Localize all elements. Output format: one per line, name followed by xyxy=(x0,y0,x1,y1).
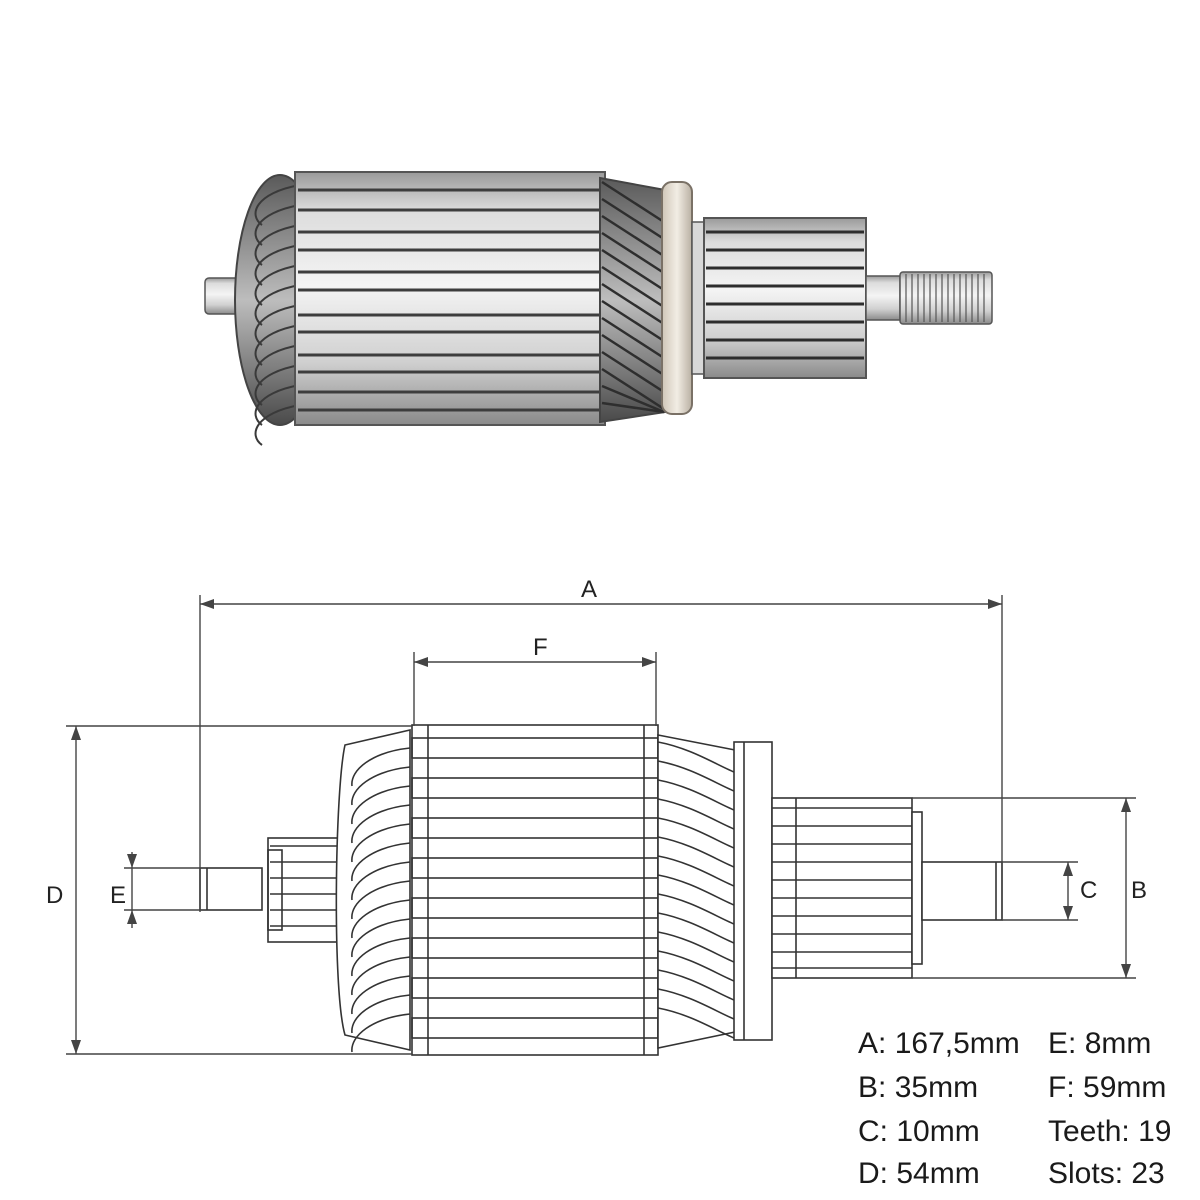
spec-item: A: 167,5mm xyxy=(858,1029,1020,1059)
dimension-label-e: E xyxy=(110,882,126,909)
spec-item: E: 8mm xyxy=(1048,1029,1151,1059)
spec-item: F: 59mm xyxy=(1048,1073,1166,1103)
spec-label: B: xyxy=(858,1071,887,1104)
spec-value: 35mm xyxy=(894,1071,979,1104)
spec-item: C: 10mm xyxy=(858,1117,980,1147)
spec-value: 54mm xyxy=(896,1157,980,1190)
armature-photo xyxy=(204,171,993,446)
spec-value: 23 xyxy=(1131,1157,1165,1190)
dimension-label-a: A xyxy=(581,576,597,603)
spec-label: E: xyxy=(1048,1027,1077,1060)
spec-label: A: xyxy=(858,1027,887,1060)
spec-item: Teeth: 19 xyxy=(1048,1117,1171,1147)
spec-value: 19 xyxy=(1138,1115,1172,1148)
spec-item: D: 54mm xyxy=(858,1159,980,1189)
spec-label: D: xyxy=(858,1157,888,1190)
dimension-lines xyxy=(66,595,1136,1055)
spec-label: F: xyxy=(1048,1071,1075,1104)
spec-value: 167,5mm xyxy=(894,1027,1020,1060)
dimension-label-b: B xyxy=(1131,877,1147,904)
spec-value: 8mm xyxy=(1084,1027,1152,1060)
spec-value: 10mm xyxy=(896,1115,980,1148)
spec-label: Teeth: xyxy=(1048,1115,1130,1148)
dimension-label-f: F xyxy=(533,634,548,661)
spec-item: Slots: 23 xyxy=(1048,1159,1165,1189)
spec-label: Slots: xyxy=(1048,1157,1124,1190)
armature-technical-drawing xyxy=(199,724,1003,1056)
spec-value: 59mm xyxy=(1083,1071,1167,1104)
spec-item: B: 35mm xyxy=(858,1073,978,1103)
dimension-label-c: C xyxy=(1080,877,1097,904)
dimension-label-d: D xyxy=(46,882,63,909)
spec-label: C: xyxy=(858,1115,888,1148)
